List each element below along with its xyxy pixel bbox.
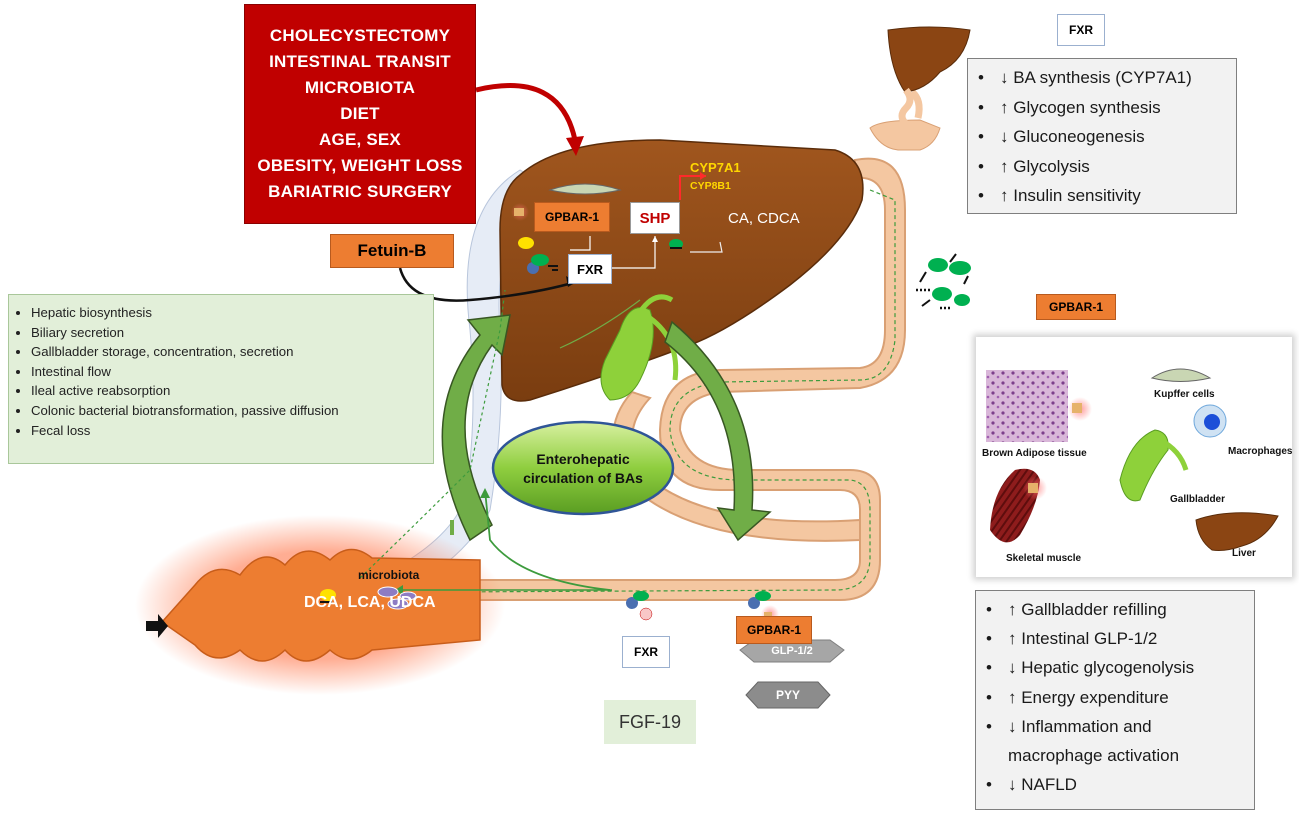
macrophages-label: Macrophages [1228,446,1293,457]
fxr-effect: ↓ Gluconeogenesis [968,122,1236,152]
cyp7a1-label: CYP7A1 [690,160,741,175]
gallbladder-label: Gallbladder [1170,494,1226,505]
liver-label: Liver [1232,548,1256,559]
fxr-effect: ↑ Insulin sensitivity [968,181,1236,211]
panel-art [986,368,1279,551]
gpbar-effect: ↓ NAFLD [976,770,1254,799]
gpbar-effect: ↑ Energy expenditure [976,683,1254,712]
enterohepatic-line-1: Enterohepatic [536,451,630,467]
gpbar-effect: ↑ Gallbladder refilling [976,595,1254,624]
ca-cdca-label: CA, CDCA [728,210,800,227]
shp-label: SHP [630,202,680,234]
gpbar-effects-box: ↑ Gallbladder refilling ↑ Intestinal GLP… [975,590,1255,810]
enterohepatic-line-2: circulation of BAs [523,470,643,486]
fxr-effect: ↑ Glycolysis [968,152,1236,182]
fetuin-b-label: Fetuin-B [330,234,454,268]
factor-item: BARIATRIC SURGERY [268,182,452,201]
fetuin-arrow [398,267,577,302]
factor-item: AGE, SEX [319,130,401,149]
factor-item: OBESITY, WEIGHT LOSS [257,156,463,175]
glp-label: GLP-1/2 [771,645,813,657]
factors-box: CHOLECYSTECTOMY INTESTINAL TRANSIT MICRO… [244,4,476,224]
enterohepatic-ellipse [491,420,675,516]
skeletal-muscle-label: Skeletal muscle [1006,553,1082,564]
steps-box: Hepatic biosynthesis Biliary secretion G… [8,294,434,464]
pyy-hexagon [745,681,831,709]
receptor-cluster [916,253,971,310]
fgf19-label: FGF-19 [604,700,696,744]
gpbar-effect: ↑ Intestinal GLP-1/2 [976,624,1254,653]
factor-item: INTESTINAL TRANSIT [269,52,451,71]
microbiota-label: microbiota [358,568,420,582]
step-item: Fecal loss [31,421,427,441]
circulation-arrow-right [664,320,772,542]
liver-intestine-icon [869,26,971,151]
factor-item: DIET [340,104,380,123]
circulation-arrow-left [441,314,511,542]
step-item: Ileal active reabsorption [31,381,427,401]
fecal-exit-arrow [146,614,168,638]
fxr-effects-box: ↓ BA synthesis (CYP7A1) ↑ Glycogen synth… [967,58,1237,214]
receptor-icons-liver [511,203,683,274]
kupffer-label: Kupffer cells [1154,389,1215,400]
intestine-gpbar1-label: GPBAR-1 [736,616,812,644]
enterohepatic-label: Enterohepatic circulation of BAs [508,450,658,488]
fxr-panel-title: FXR [1057,14,1105,46]
fxr-effect: ↑ Glycogen synthesis [968,93,1236,123]
secondary-ba-label: DCA, LCA, UDCA [304,594,436,611]
brown-adipose-label: Brown Adipose tissue [982,448,1087,459]
factor-item: CHOLECYSTECTOMY [269,26,451,45]
step-item: Intestinal flow [31,362,427,382]
microbiota-icons [320,586,417,610]
liver-fxr-label: FXR [568,254,612,284]
liver-gpbar1-label: GPBAR-1 [534,202,610,232]
intestine-fxr-label: FXR [622,636,670,668]
pyy-label: PYY [775,688,800,702]
step-item: Gallbladder storage, concentration, secr… [31,342,427,362]
fxr-effect: ↓ BA synthesis (CYP7A1) [968,63,1236,93]
factor-item: MICROBIOTA [304,78,416,97]
gpbar-effect-continued: macrophage activation [1008,746,1180,766]
kupffer-cell-liver [548,183,622,195]
factor-arrow [475,83,578,141]
gpbar-panel-title: GPBAR-1 [1036,294,1116,320]
colon-shape [160,548,481,662]
step-item: Hepatic biosynthesis [31,303,427,323]
cyp8b1-label: CYP8B1 [690,180,731,192]
gpbar-effect: ↓ Hepatic glycogenolysis [976,653,1254,682]
gpbar-effect: ↓ Inflammation and [976,712,1254,741]
step-item: Biliary secretion [31,323,427,343]
step-item: Colonic bacterial biotransformation, pas… [31,401,427,421]
